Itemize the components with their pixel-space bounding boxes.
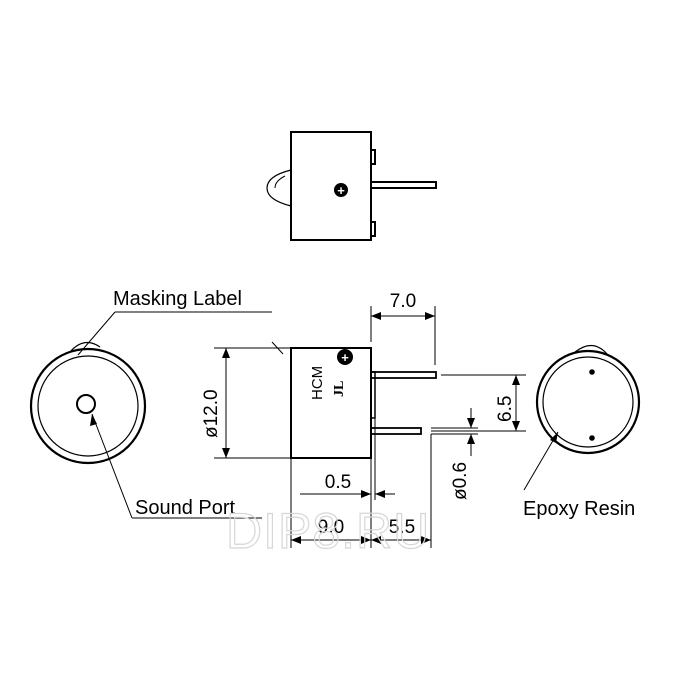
side-plus-marker xyxy=(337,349,353,365)
masking-label-text: Masking Label xyxy=(113,288,242,310)
dim-5-5-text: 5.5 xyxy=(389,517,415,538)
epoxy-resin-text: Epoxy Resin xyxy=(523,498,635,520)
dim-pin-diameter-text: ø0.6 xyxy=(450,462,471,500)
dim-6-5-text: 6.5 xyxy=(495,396,516,422)
rear-pin-upper xyxy=(589,369,595,375)
top-side-view xyxy=(266,131,437,241)
epoxy-arrow xyxy=(550,432,558,443)
dim-6-5-arrow-top xyxy=(512,375,520,385)
dim-0-5-arrow-left xyxy=(361,490,371,498)
front-view xyxy=(29,311,272,519)
dim-6-5-arrow-bottom xyxy=(512,421,520,431)
top-dome xyxy=(266,169,292,207)
dim-7-0-arrow-left xyxy=(371,312,381,320)
dim-5-5-arrow-left xyxy=(371,536,381,544)
dim-pin-diameter-arrow-top xyxy=(467,418,475,428)
top-step-lower xyxy=(371,221,376,237)
dim-diameter-text: ø12.0 xyxy=(201,389,222,438)
rear-outer-circle xyxy=(535,349,641,455)
dim-5-5-arrow-right xyxy=(421,536,431,544)
dim-7-0-arrow-right xyxy=(425,312,435,320)
dim-0-5-arrow-right xyxy=(375,490,385,498)
top-body-outline xyxy=(290,131,372,241)
side-pin-upper xyxy=(370,371,437,379)
side-view xyxy=(271,341,437,459)
rear-view xyxy=(523,344,641,491)
dim-9-0-arrow-left xyxy=(291,536,301,544)
dim-pin-diameter-arrow-bottom xyxy=(467,434,475,444)
top-step-upper xyxy=(371,149,376,165)
top-pin xyxy=(370,181,437,189)
rear-label-tab xyxy=(574,344,608,355)
masking-label-leader xyxy=(77,311,116,356)
dim-diameter-arrow-top xyxy=(222,348,230,358)
rear-inner-circle xyxy=(542,356,634,448)
dim-9-0-text: 9.0 xyxy=(318,517,344,538)
sound-port-hole xyxy=(76,394,96,414)
hcm-marking: HCM xyxy=(309,366,326,400)
masking-label-tab xyxy=(69,341,101,353)
side-plus-text: + xyxy=(341,350,349,365)
side-pin-lower xyxy=(370,427,422,435)
top-plus-text: + xyxy=(337,183,345,198)
front-outer-circle xyxy=(29,347,147,465)
dim-diameter-arrow-bottom xyxy=(222,448,230,458)
sound-port-leader xyxy=(91,413,133,519)
dim-diameter xyxy=(214,347,291,459)
jl-marking: JL xyxy=(332,381,347,397)
sound-port-arrow xyxy=(90,414,97,426)
watermark: DIP8.RU xyxy=(226,503,430,559)
dim-0-5-text: 0.5 xyxy=(325,472,351,493)
top-plus-marker xyxy=(334,183,348,197)
sound-port-text: Sound Port xyxy=(135,497,236,519)
top-dome-inner xyxy=(274,175,286,189)
dim-pin-diameter xyxy=(431,408,478,456)
dim-9-0-arrow-right xyxy=(361,536,371,544)
dim-7-0 xyxy=(370,306,436,365)
front-inner-circle xyxy=(37,355,139,457)
dim-7-0-text: 7.0 xyxy=(390,291,416,312)
side-body-outline xyxy=(290,347,372,459)
epoxy-leader xyxy=(523,431,559,491)
rear-pin-lower xyxy=(589,435,595,441)
